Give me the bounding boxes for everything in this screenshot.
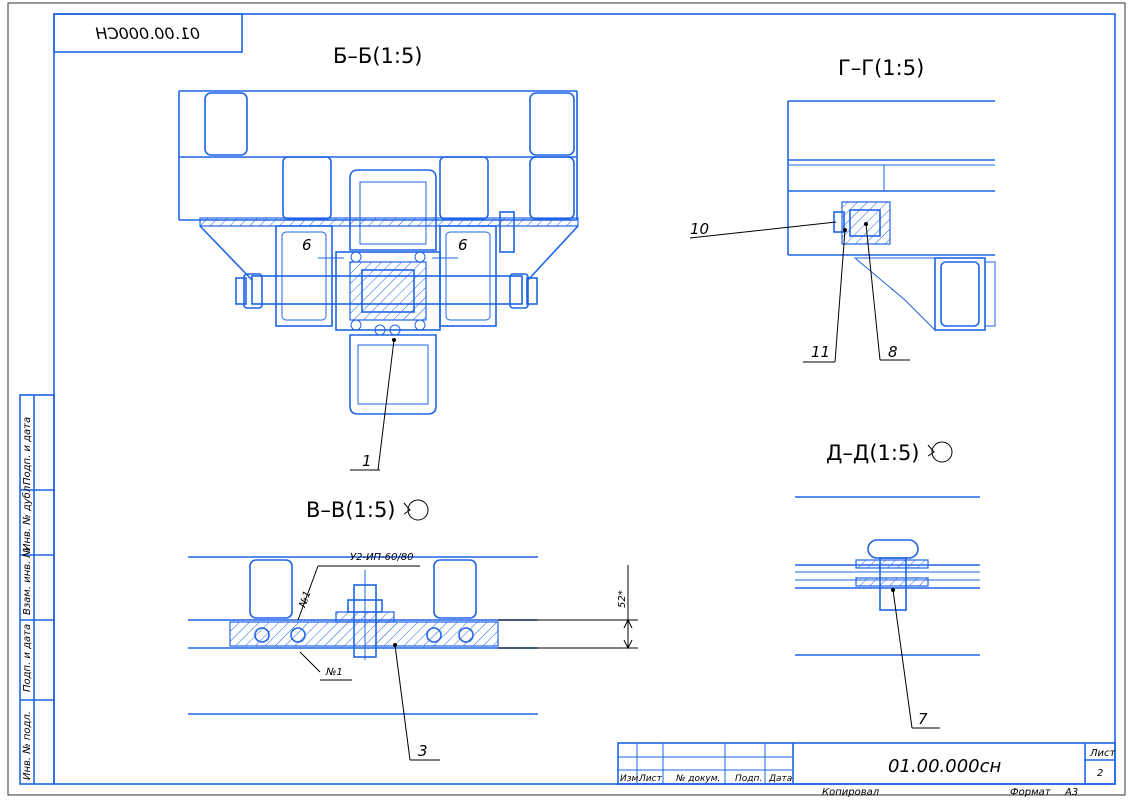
view-bb-dim-right: 6 bbox=[458, 236, 468, 254]
rotation-icon bbox=[407, 499, 429, 521]
mirrored-code-text: 01.00.000СН bbox=[95, 24, 200, 43]
side-stamp-label-1: Инв. № подл. bbox=[22, 711, 33, 780]
view-vv-weld-bottom: №1 bbox=[325, 667, 343, 678]
view-dd-callout-7: 7 bbox=[918, 710, 928, 728]
view-bb-callout-1: 1 bbox=[362, 452, 372, 470]
format-label: Формат bbox=[1010, 787, 1052, 798]
format-value: А3 bbox=[1064, 787, 1078, 798]
side-stamp-label-4: Инв. № дубл. bbox=[21, 483, 33, 551]
view-bb: Б–Б(1:5) bbox=[178, 44, 579, 471]
view-vv-title: В–В(1:5) bbox=[306, 498, 396, 522]
view-gg-callout-11: 11 bbox=[811, 343, 830, 361]
view-bb-title: Б–Б(1:5) bbox=[333, 44, 423, 68]
view-gg: Г–Г(1:5) 10 11 8 bbox=[689, 56, 996, 363]
tb-header-date: Дата bbox=[768, 774, 792, 784]
view-gg-callout-8: 8 bbox=[888, 343, 898, 361]
mirrored-code-box: 01.00.000СН bbox=[53, 13, 243, 53]
side-stamp: Инв. № подл. Подп. и дата Взам. инв. № И… bbox=[19, 394, 55, 785]
view-gg-title: Г–Г(1:5) bbox=[838, 56, 924, 80]
view-vv-weld-top: №1 bbox=[297, 590, 313, 610]
title-block: Изм. Лист № докум. Подп. Дата 01.00.000с… bbox=[617, 742, 1117, 785]
tb-header-list: Лист bbox=[638, 774, 663, 784]
copied-label: Копировал bbox=[822, 787, 880, 798]
tb-sheet-label: Лист bbox=[1089, 748, 1117, 759]
drawing-frame bbox=[53, 13, 1116, 785]
view-bb-dim-left: 6 bbox=[302, 236, 312, 254]
tb-sheet-number: 2 bbox=[1097, 768, 1103, 779]
outer-sheet-border bbox=[7, 2, 1126, 796]
view-vv-callout-3: 3 bbox=[418, 742, 428, 760]
view-vv-dim: 52* bbox=[617, 590, 628, 608]
tb-designation: 01.00.000сн bbox=[888, 756, 1002, 777]
side-stamp-label-3: Взам. инв. № bbox=[22, 547, 33, 615]
side-stamp-label-2: Подп. и дата bbox=[22, 624, 33, 692]
tb-header-izm: Изм. bbox=[620, 774, 641, 784]
view-gg-callout-10: 10 bbox=[690, 220, 709, 238]
side-stamp-label-5: Подп. и дата bbox=[22, 417, 33, 485]
view-vv-profile: У2-ИП-60/80 bbox=[350, 552, 414, 563]
rotation-icon-dd bbox=[931, 441, 953, 463]
view-vv: В–В(1:5) У2-ИП-60/80 №1 №1 52* bbox=[188, 498, 638, 761]
view-dd: Д–Д(1:5) 7 bbox=[795, 441, 980, 729]
tb-header-doc: № докум. bbox=[675, 774, 720, 784]
view-dd-title: Д–Д(1:5) bbox=[826, 441, 920, 465]
tb-header-sign: Подп. bbox=[735, 774, 762, 784]
